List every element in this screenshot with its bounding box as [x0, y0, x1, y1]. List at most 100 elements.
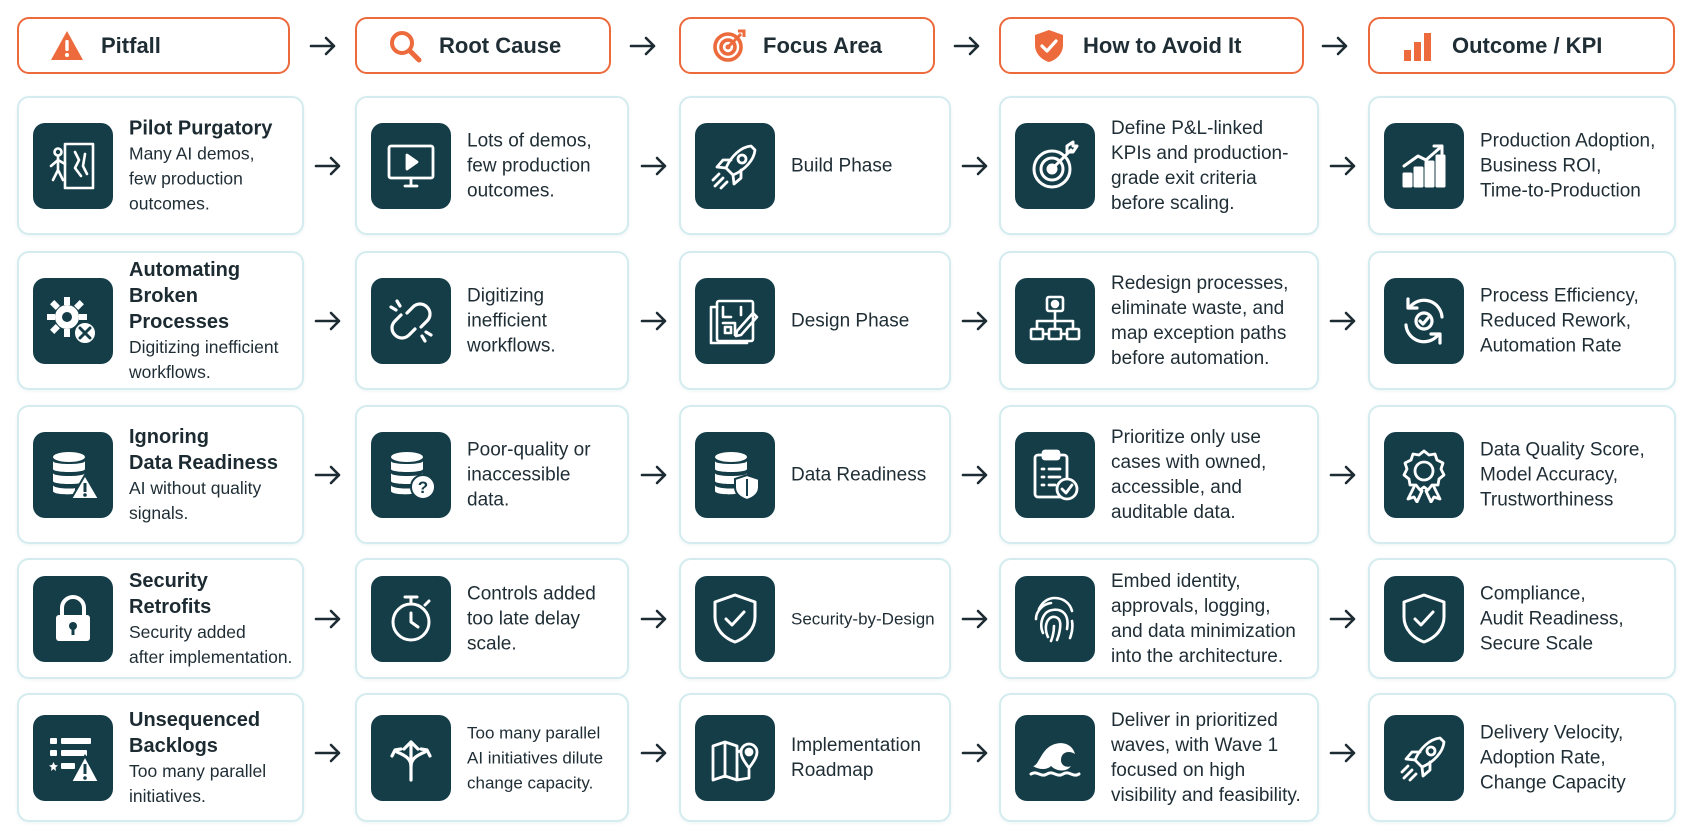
outcome-desc: Data Quality Score, Model Accuracy, Trus… — [1480, 439, 1645, 510]
root-cause-card: Digitizing inefficient workflows. — [355, 251, 629, 390]
pitfall-desc: Security added after implementation. — [129, 621, 293, 667]
outcome-card: Data Quality Score, Model Accuracy, Trus… — [1368, 405, 1676, 544]
outcome-card: Delivery Velocity, Adoption Rate, Change… — [1368, 693, 1676, 822]
pitfall-card: Security Retrofits Security added after … — [17, 558, 304, 679]
arrow-right-icon — [960, 464, 990, 486]
root-cause-desc: Digitizing inefficient workflows. — [467, 285, 556, 356]
padlock-icon — [33, 575, 113, 662]
gear-error-icon — [33, 277, 113, 364]
shield-check-icon — [695, 575, 775, 662]
how-to-avoid-card: Embed identity, approvals, logging, and … — [999, 558, 1319, 679]
clipboard-check-icon — [1015, 431, 1095, 518]
rocket-icon — [695, 122, 775, 209]
target-icon — [709, 26, 749, 66]
database-shield-icon — [695, 431, 775, 518]
root-cause-card: Too many parallel AI initiatives dilute … — [355, 693, 629, 822]
focus-area-card: Build Phase — [679, 96, 951, 235]
pitfall-card: Pilot Purgatory Many AI demos, few produ… — [17, 96, 304, 235]
fingerprint-icon — [1015, 575, 1095, 662]
arrow-right-icon — [1328, 464, 1358, 486]
pitfall-title: Pilot Purgatory — [129, 117, 273, 139]
pitfall-card: Ignoring Data Readiness AI without quali… — [17, 405, 304, 544]
growth-chart-icon — [1384, 122, 1464, 209]
refresh-check-icon — [1384, 277, 1464, 364]
arrow-right-icon — [308, 35, 338, 57]
arrow-right-icon — [960, 310, 990, 332]
how-to-avoid-card: Define P&L-linked KPIs and production- g… — [999, 96, 1319, 235]
focus-area-card: Implementation Roadmap — [679, 693, 951, 822]
arrow-right-icon — [639, 742, 669, 764]
magnifier-icon — [385, 26, 425, 66]
process-map-icon — [1015, 277, 1095, 364]
focus-area-desc: Build Phase — [791, 155, 893, 176]
header-label: Focus Area — [763, 32, 883, 58]
arrow-right-icon — [313, 742, 343, 764]
arrow-right-icon — [639, 608, 669, 630]
exit-door-icon — [33, 122, 113, 209]
pitfall-card: Unsequenced Backlogs Too many parallel i… — [17, 693, 304, 822]
arrow-right-icon — [1328, 742, 1358, 764]
wave-icon — [1015, 714, 1095, 801]
root-cause-desc: Too many parallel AI initiatives dilute … — [467, 723, 604, 792]
arrow-right-icon — [960, 608, 990, 630]
arrow-right-icon — [960, 155, 990, 177]
root-cause-desc: Poor-quality or inaccessible data. — [467, 439, 591, 510]
root-cause-card: Controls added too late delay scale. — [355, 558, 629, 679]
database-warning-icon — [33, 431, 113, 518]
pitfall-desc: Digitizing inefficient workflows. — [129, 336, 279, 382]
map-pin-icon — [695, 714, 775, 801]
header-outcome-kpi: Outcome / KPI — [1368, 17, 1675, 74]
pitfall-card: Automating Broken Processes Digitizing i… — [17, 251, 304, 390]
pitfall-title: Unsequenced Backlogs — [129, 708, 261, 757]
focus-area-desc: Design Phase — [791, 310, 910, 331]
header-label: Pitfall — [101, 32, 161, 58]
pitfall-desc: Too many parallel initiatives. — [129, 760, 267, 806]
warning-icon — [47, 26, 87, 66]
focus-area-card: Design Phase — [679, 251, 951, 390]
arrow-right-icon — [628, 35, 658, 57]
outcome-card: Compliance, Audit Readiness, Secure Scal… — [1368, 558, 1676, 679]
arrow-right-icon — [639, 155, 669, 177]
how-to-avoid-desc: Embed identity, approvals, logging, and … — [1111, 570, 1296, 667]
arrow-right-icon — [313, 310, 343, 332]
pitfall-desc: AI without quality signals. — [129, 477, 262, 523]
how-to-avoid-card: Prioritize only use cases with owned, ac… — [999, 405, 1319, 544]
focus-area-desc: Implementation Roadmap — [791, 734, 921, 781]
arrow-right-icon — [1328, 155, 1358, 177]
header-label: Outcome / KPI — [1452, 32, 1603, 58]
root-cause-desc: Lots of demos, few production outcomes. — [467, 130, 592, 201]
focus-area-card: Security-by-Design — [679, 558, 951, 679]
root-cause-desc: Controls added too late delay scale. — [467, 583, 596, 654]
split-arrows-icon — [371, 714, 451, 801]
award-badge-icon — [1384, 431, 1464, 518]
bar-chart-icon — [1398, 26, 1438, 66]
focus-area-desc: Security-by-Design — [791, 609, 935, 628]
arrow-right-icon — [313, 155, 343, 177]
how-to-avoid-desc: Prioritize only use cases with owned, ac… — [1111, 426, 1267, 523]
target-arrow-icon — [1015, 122, 1095, 209]
root-cause-card: Lots of demos, few production outcomes. — [355, 96, 629, 235]
blueprint-icon — [695, 277, 775, 364]
how-to-avoid-card: Deliver in prioritized waves, with Wave … — [999, 693, 1319, 822]
focus-area-desc: Data Readiness — [791, 464, 927, 485]
outcome-desc: Compliance, Audit Readiness, Secure Scal… — [1480, 583, 1624, 654]
database-question-icon: ? — [371, 431, 451, 518]
svg-text:?: ? — [418, 478, 428, 497]
outcome-desc: Process Efficiency, Reduced Rework, Auto… — [1480, 285, 1639, 356]
arrow-right-icon — [1328, 608, 1358, 630]
header-label: Root Cause — [439, 32, 562, 58]
stopwatch-icon — [371, 575, 451, 662]
arrow-right-icon — [313, 464, 343, 486]
header-pitfall: Pitfall — [17, 17, 290, 74]
arrow-right-icon — [960, 742, 990, 764]
focus-area-card: Data Readiness — [679, 405, 951, 544]
pitfall-title: Automating Broken Processes — [129, 258, 241, 333]
how-to-avoid-desc: Redesign processes, eliminate waste, and… — [1111, 272, 1289, 369]
arrow-right-icon — [639, 464, 669, 486]
pitfall-title: Ignoring Data Readiness — [129, 425, 278, 474]
outcome-desc: Delivery Velocity, Adoption Rate, Change… — [1480, 722, 1626, 793]
how-to-avoid-card: Redesign processes, eliminate waste, and… — [999, 251, 1319, 390]
arrow-right-icon — [313, 608, 343, 630]
arrow-right-icon — [952, 35, 982, 57]
arrow-right-icon — [1320, 35, 1350, 57]
